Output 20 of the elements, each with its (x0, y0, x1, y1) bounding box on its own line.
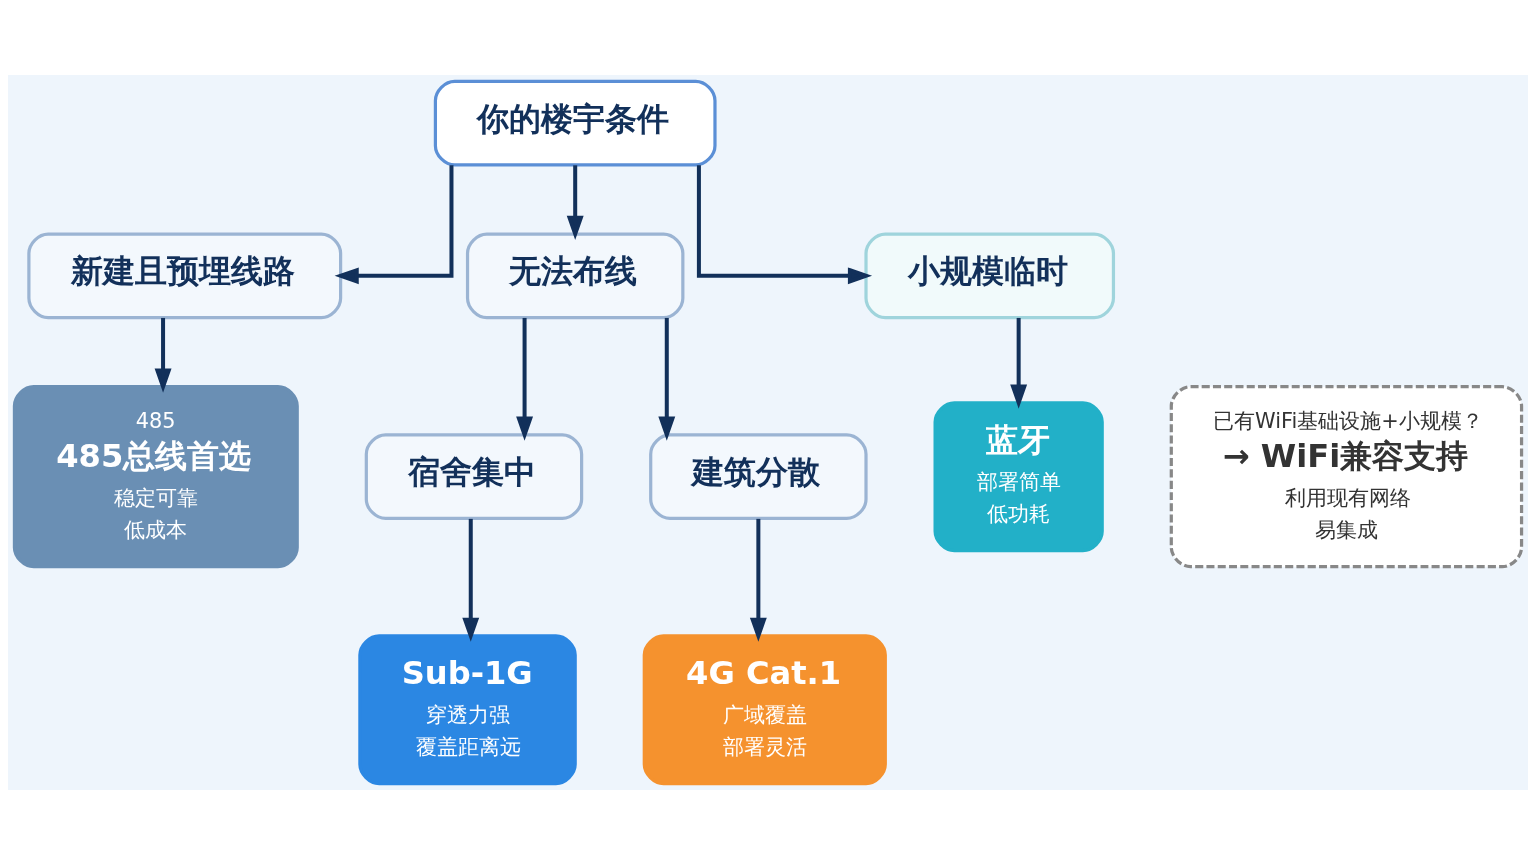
arrow (154, 317, 172, 393)
arrow (749, 518, 767, 642)
arrow (658, 317, 676, 441)
node-box: 485 485总线首选 稳定可靠 低成本 (12, 384, 299, 568)
node-box: 4G Cat.1 广域覆盖 部署灵活 (642, 633, 887, 785)
node-box: 无法布线 (465, 231, 685, 319)
arrow (566, 164, 584, 240)
arrow (696, 164, 873, 284)
node-box: 蓝牙 部署简单 低功耗 (933, 400, 1104, 552)
arrow (1010, 317, 1028, 409)
node-box: Sub-1G 穿透力强 覆盖距离远 (358, 633, 577, 785)
node-box: 建筑分散 (649, 432, 868, 520)
node-box: 宿舍集中 (364, 432, 584, 520)
node-box: 新建且预埋线路 (27, 231, 343, 319)
arrow (462, 518, 480, 642)
node-box: 已有WiFi基础设施+小规模？ → WiFi兼容支持 利用现有网络 易集成 (1169, 384, 1524, 568)
arrow (334, 164, 454, 284)
node-box: 你的楼宇条件 (433, 79, 717, 167)
arrow (516, 317, 534, 441)
node-box: 小规模临时 (864, 231, 1116, 319)
